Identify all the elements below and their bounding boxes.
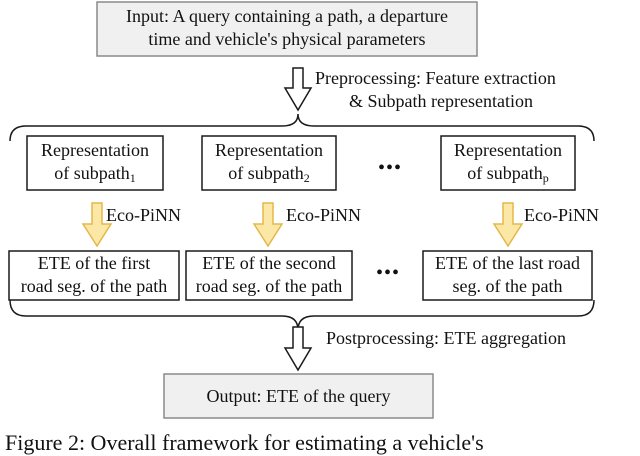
ete-second-line-1: ETE of the second bbox=[202, 253, 336, 273]
subpath-2-subscript: 2 bbox=[303, 171, 310, 185]
bottom-brace bbox=[9, 299, 595, 331]
subpath-box-1 bbox=[26, 135, 164, 191]
ete-last-line-1: ETE of the last road bbox=[435, 253, 580, 273]
model-arrow-1 bbox=[81, 202, 113, 248]
subpath-p-text: Representation of subpathp bbox=[441, 139, 575, 185]
subpath-1-text: Representation of subpath1 bbox=[27, 139, 163, 185]
output-box-text: Output: ETE of the query bbox=[206, 386, 391, 406]
subpath-box-p bbox=[440, 135, 576, 191]
ete-first-line-2: road seg. of the path bbox=[20, 276, 168, 296]
ete-box-second bbox=[185, 250, 353, 301]
ete-last-line-2: seg. of the path bbox=[452, 276, 563, 296]
subpath-box-2 bbox=[201, 135, 337, 191]
output-box bbox=[163, 373, 434, 419]
subpath-2-line-2: of subpath bbox=[228, 163, 304, 183]
figure-caption: Figure 2: Overall framework for estimati… bbox=[5, 430, 484, 455]
subpath-1-line-2: of subpath bbox=[54, 163, 130, 183]
input-box-text: Input: A query containing a path, a depa… bbox=[97, 5, 477, 51]
ete-box-last bbox=[422, 250, 593, 301]
subpath-p-line-2: of subpath bbox=[467, 163, 543, 183]
model-label-1: Eco-PiNN bbox=[106, 205, 181, 225]
input-box bbox=[96, 1, 478, 57]
preprocessing-label: Preprocessing: Feature extraction & Subp… bbox=[315, 67, 556, 113]
ete-box-first bbox=[8, 250, 180, 301]
ete-last-text: ETE of the last road seg. of the path bbox=[423, 252, 592, 298]
preprocessing-arrow bbox=[283, 67, 313, 112]
top-brace bbox=[9, 113, 595, 142]
subpath-ellipsis: ••• bbox=[377, 157, 402, 179]
postprocessing-arrow bbox=[283, 326, 313, 372]
subpath-1-subscript: 1 bbox=[129, 171, 136, 185]
ete-first-text: ETE of the first road seg. of the path bbox=[9, 252, 179, 298]
postprocessing-label: Postprocessing: ETE aggregation bbox=[326, 328, 566, 348]
ete-second-line-2: road seg. of the path bbox=[195, 276, 343, 296]
input-line-2: time and vehicle's physical parameters bbox=[148, 29, 426, 49]
subpath-1-line-1: Representation bbox=[41, 140, 149, 160]
model-arrow-2 bbox=[252, 202, 284, 248]
model-arrow-p bbox=[492, 202, 524, 248]
subpath-2-text: Representation of subpath2 bbox=[202, 139, 336, 185]
model-label-2: Eco-PiNN bbox=[286, 205, 361, 225]
ete-ellipsis: ••• bbox=[375, 262, 400, 284]
ete-first-line-1: ETE of the first bbox=[37, 253, 151, 273]
subpath-p-line-1: Representation bbox=[454, 140, 562, 160]
model-label-p: Eco-PiNN bbox=[524, 205, 599, 225]
ete-second-text: ETE of the second road seg. of the path bbox=[186, 252, 352, 298]
input-line-1: Input: A query containing a path, a depa… bbox=[126, 6, 448, 26]
subpath-p-subscript: p bbox=[542, 171, 549, 185]
preprocessing-line-1: Preprocessing: Feature extraction bbox=[315, 68, 556, 88]
subpath-2-line-1: Representation bbox=[215, 140, 323, 160]
preprocessing-line-2: & Subpath representation bbox=[349, 91, 533, 111]
